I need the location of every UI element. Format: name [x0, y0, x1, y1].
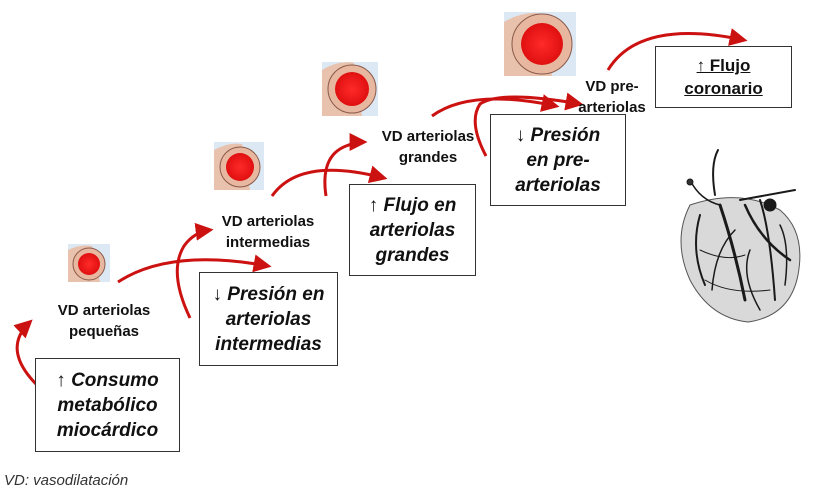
step3-line1: VD arteriolas	[381, 128, 475, 145]
diagram-canvas	[13, 12, 801, 390]
box-presion-int-line3: intermedias	[215, 333, 322, 355]
step1-line1: VD arteriolas	[57, 302, 151, 319]
step4-line1: VD pre-	[585, 78, 639, 95]
box-presion-int-line2: arteriolas	[225, 308, 312, 330]
box-flujo-coronario: ↑ Flujo coronario	[655, 46, 792, 108]
vessel-icon-intermediate	[214, 142, 264, 190]
box-flujo-coronario-line1: ↑ Flujo	[696, 56, 751, 75]
box-consumo-line1: ↑ Consumo	[56, 369, 159, 391]
footnote: VD: vasodilatación	[4, 472, 129, 489]
step-label-prearteriolas: VD pre- arteriolas	[570, 76, 654, 118]
arrow-presion-intermedias-to-step2	[175, 222, 214, 319]
box-flujo-grandes-line1: ↑ Flujo en	[368, 194, 457, 216]
box-flujo-arteriolas-grandes: ↑ Flujo en arteriolas grandes	[349, 184, 476, 276]
arrow-step3-to-presion-pre	[431, 94, 560, 118]
step3-line2: grandes	[398, 149, 458, 166]
arrow-step2-to-flujo-grandes	[270, 165, 388, 197]
box-presion-arteriolas-intermedias: ↓ Presión en arteriolas intermedias	[199, 272, 338, 366]
vessel-icon-prearteriole	[504, 12, 576, 76]
step-label-arteriolas-grandes: VD arteriolas grandes	[366, 126, 490, 168]
vessel-icon-small	[68, 244, 110, 282]
box-presion-pre-line2: en pre-	[526, 149, 590, 171]
arrow-consumo-to-step1	[13, 319, 42, 390]
coronary-angiogram-image	[680, 149, 801, 323]
step-label-arteriolas-intermedias: VD arteriolas intermedias	[208, 211, 328, 253]
box-consumo-line3: miocárdico	[56, 419, 159, 441]
box-flujo-grandes-line2: arteriolas	[369, 219, 456, 241]
step1-line2: pequeñas	[68, 323, 140, 340]
step2-line2: intermedias	[225, 234, 311, 251]
step-label-arteriolas-pequenas: VD arteriolas pequeñas	[44, 300, 164, 342]
vessel-icon-large	[322, 62, 378, 116]
box-consumo-line2: metabólico	[57, 394, 158, 416]
step2-line1: VD arteriolas	[221, 213, 315, 230]
arrow-step1-to-presion-intermedias	[117, 254, 272, 284]
box-presion-pre-line1: ↓ Presión	[515, 124, 601, 146]
box-presion-pre-line3: arteriolas	[515, 174, 601, 196]
box-flujo-grandes-line3: grandes	[375, 244, 450, 266]
step4-line2: arteriolas	[578, 99, 646, 116]
arrow-flujo-grandes-to-step3	[323, 133, 368, 197]
box-flujo-coronario-line2: coronario	[684, 79, 763, 98]
arrow-presion-pre-to-step4	[473, 92, 584, 157]
box-presion-prearteriolas: ↓ Presión en pre- arteriolas	[490, 114, 626, 206]
arrow-step4-to-flujo-coronario	[606, 28, 748, 71]
box-presion-int-line1: ↓ Presión en	[212, 283, 325, 305]
box-consumo-metabolico: ↑ Consumo metabólico miocárdico	[35, 358, 180, 452]
